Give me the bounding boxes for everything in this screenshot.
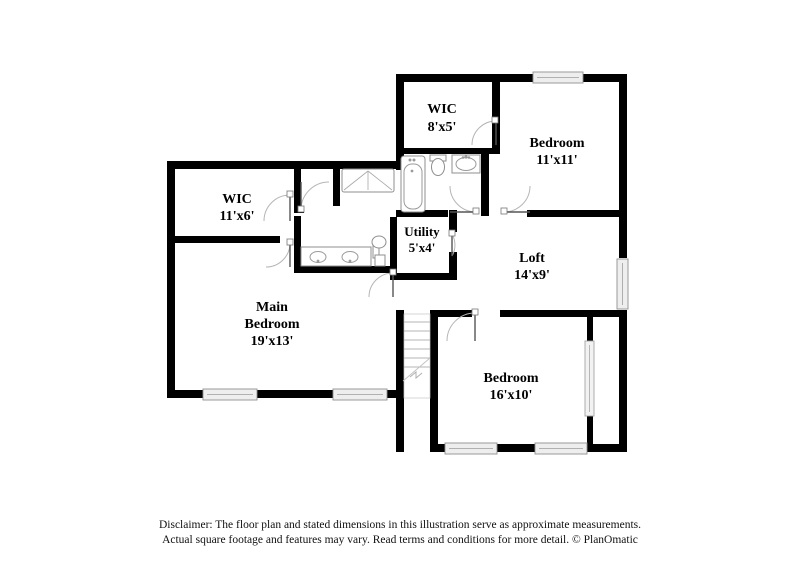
wall-wic-top-south [396, 148, 496, 154]
wall-wic-left-south [167, 236, 280, 243]
wall-east-upper [619, 74, 627, 258]
room-label-wic-top: WIC [427, 102, 457, 117]
room-label-bedroom-16x10: Bedroom [484, 371, 539, 386]
wall-bath-south [396, 210, 448, 217]
wall-hall-north [294, 161, 301, 206]
door-group [263, 116, 531, 342]
wall-south-west [167, 390, 404, 398]
room-dim-loft: 14'x9' [514, 268, 550, 283]
room-dim-wic-top: 8'x5' [428, 120, 457, 135]
window-group [202, 71, 629, 455]
wall-group [167, 74, 627, 452]
wall-bedroom16-north-2 [500, 310, 627, 317]
wall-hall-south [294, 266, 394, 273]
staircase-icon [402, 313, 431, 399]
window-main-bed-right [332, 388, 388, 401]
wall-top-north [396, 74, 627, 82]
window-right-loft [616, 258, 629, 310]
fixture-group [300, 154, 481, 399]
room-dim-utility: 5'x4' [409, 240, 436, 255]
disclaimer: Disclaimer: The floor plan and stated di… [0, 518, 800, 548]
wall-utility-west [390, 217, 397, 280]
wall-west [167, 161, 175, 398]
wall-utility-east [449, 210, 457, 232]
door-bedroom-16 [446, 308, 479, 342]
door-closet-hall [297, 181, 330, 213]
disclaimer-line-2: Actual square footage and features may v… [162, 534, 638, 546]
bathtub-icon [400, 155, 426, 213]
room-dim-main-bedroom: 19'x13' [251, 334, 294, 349]
room-dim-bedroom-16x10: 16'x10' [490, 388, 533, 403]
vanity-double-icon [300, 246, 372, 267]
wall-stair-east [430, 310, 438, 452]
room-label-bedroom-11x11: Bedroom [530, 136, 585, 151]
door-main-bed [368, 268, 397, 298]
wall-bath-east [481, 148, 489, 216]
wall-bedroom11-south [527, 210, 623, 217]
window-top-bedroom [532, 71, 584, 84]
wall-bedroom16-interior-jamb-2 [587, 415, 593, 444]
toilet-main-icon [429, 154, 447, 176]
sink-bath-icon [451, 154, 481, 174]
wall-utility-east-2 [449, 252, 457, 280]
wall-wing-joint [396, 82, 404, 170]
door-wic-left [265, 238, 294, 268]
room-dim-bedroom-11x11: 11'x11' [536, 153, 577, 168]
room-label-utility: Utility [404, 224, 440, 239]
room-label-main-bedroom-line1: Main [256, 300, 288, 315]
room-label-main-bedroom-line2: Bedroom [245, 317, 300, 332]
wall-south-east [434, 444, 627, 452]
window-bottom-left [444, 442, 498, 455]
wall-hall-west [294, 216, 301, 273]
wall-north-west-wing [167, 161, 396, 169]
wall-bedroom16-interior-jamb [587, 317, 593, 342]
wall-stair-west [396, 310, 404, 452]
disclaimer-line-1: Disclaimer: The floor plan and stated di… [158, 519, 642, 531]
wall-hall-closet-east [333, 161, 340, 206]
linen-closet-icon [341, 168, 395, 193]
wall-bedroom16-north [437, 310, 472, 317]
room-label-group: WIC 8'x5' Bedroom 11'x11' WIC 11'x6' Uti… [219, 102, 584, 403]
window-right-bedroom [584, 340, 595, 417]
room-label-wic-left: WIC [222, 192, 252, 207]
door-bath-hall [263, 190, 294, 222]
window-main-bed-left [202, 388, 258, 401]
toilet-second-icon [371, 235, 387, 267]
room-label-loft: Loft [519, 251, 545, 266]
wall-wic-left-east [294, 236, 301, 243]
door-wic-top [471, 116, 499, 146]
wall-east-lower [619, 310, 627, 452]
window-bottom-right [534, 442, 588, 455]
door-loft-hall [449, 185, 480, 215]
room-dim-wic-left: 11'x6' [219, 209, 254, 224]
wall-utility-south [390, 273, 457, 280]
door-utility [448, 229, 456, 257]
door-bedroom-11 [500, 185, 531, 215]
